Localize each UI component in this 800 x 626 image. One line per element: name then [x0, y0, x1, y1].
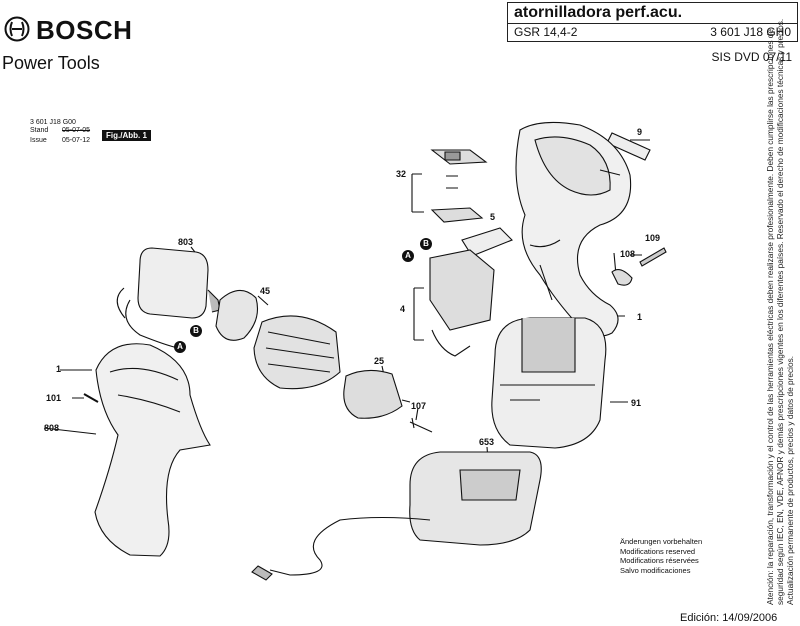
- figure-label: Fig./Abb. 1: [102, 130, 151, 141]
- callout-808: 808: [44, 423, 60, 433]
- callout-803: 803: [178, 237, 194, 247]
- callout-653: 653: [479, 437, 495, 447]
- issue-label: Issue: [30, 137, 47, 144]
- edition-date: Edición: 14/09/2006: [680, 612, 778, 624]
- reference-number: 3 601 J18 G00: [30, 119, 76, 126]
- callout-109: 109: [645, 233, 661, 243]
- callout-91: 91: [631, 398, 642, 408]
- callout-25: 25: [374, 356, 385, 366]
- bosch-logo-icon: [4, 16, 30, 42]
- callout-1-left: 1: [56, 364, 62, 374]
- brand-subtitle: Power Tools: [2, 53, 100, 73]
- callout-4: 4: [400, 304, 406, 314]
- title-block: atornilladora perf.acu. GSR 14,4-2 3 601…: [507, 2, 798, 42]
- note-line: Modifications reserved: [620, 546, 696, 556]
- callout-32: 32: [396, 169, 407, 179]
- connector-b-bottom: B: [190, 325, 202, 337]
- callout-5: 5: [490, 212, 496, 222]
- brand-name: BOSCH: [36, 15, 133, 45]
- note-line: Modifications réservées: [620, 556, 699, 565]
- tool-title: atornilladora perf.acu.: [514, 4, 683, 21]
- doc-code: SIS DVD 07/11: [711, 50, 792, 64]
- connector-a-bottom: A: [174, 341, 186, 353]
- connector-b-top: B: [420, 238, 432, 250]
- callout-9: 9: [637, 127, 643, 137]
- note-line: Salvo modificaciones: [620, 565, 691, 575]
- callout-108: 108: [620, 249, 636, 259]
- callout-45: 45: [260, 286, 271, 296]
- callout-101: 101: [46, 393, 62, 403]
- note-line: Änderungen vorbehalten: [620, 537, 703, 546]
- tool-model: GSR 14,4-2: [514, 25, 578, 39]
- notes-block: Änderungen vorbehalten Modifications res…: [620, 537, 702, 575]
- connector-a-top: A: [402, 250, 414, 262]
- stand-date: 05-07-05: [62, 127, 91, 134]
- issue-date: 05-07-12: [62, 137, 91, 144]
- stand-label: Stand: [30, 127, 49, 134]
- callout-1-right: 1: [637, 312, 643, 322]
- legal-notice: Atención: la reparación, transformación …: [765, 18, 795, 605]
- part-number: 3 601 J18 GH0: [710, 25, 791, 39]
- callout-107: 107: [411, 401, 427, 411]
